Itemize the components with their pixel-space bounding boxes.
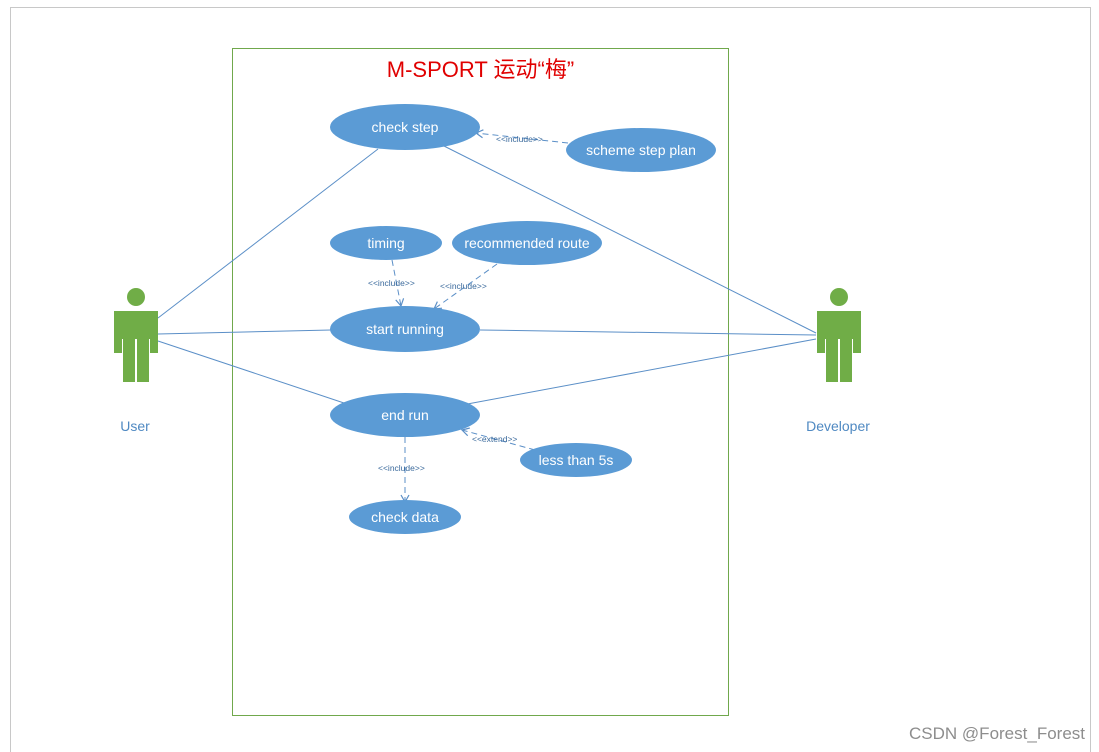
use-case-check-data[interactable]: check data [349,500,461,534]
use-case-label: timing [367,235,404,251]
assoc-user-start-running [157,329,332,335]
use-case-label: check step [372,119,439,135]
use-case-label: start running [366,321,444,337]
use-case-label: scheme step plan [586,142,696,158]
assoc-user-check-step [157,148,379,319]
assoc-developer-end-run [461,338,817,406]
user-actor-icon[interactable] [114,288,158,382]
use-case-less-than-5s[interactable]: less than 5s [520,443,632,477]
rel-label-include-route: <<include>> [440,281,487,291]
rel-label-include-check-data: <<include>> [378,463,425,473]
use-case-start-running[interactable]: start running [330,306,480,352]
use-case-recommended-route[interactable]: recommended route [452,221,602,265]
use-case-label: check data [371,509,439,525]
system-title: M-SPORT 运动“梅” [386,57,575,82]
use-case-label: recommended route [464,235,590,251]
canvas-frame [10,7,1091,752]
user-actor-label: User [120,418,150,434]
developer-actor-icon[interactable] [817,288,861,382]
use-case-check-step[interactable]: check step [330,104,480,150]
use-case-label: less than 5s [539,452,614,468]
rel-label-include-check-step: <<include>> [496,134,543,144]
assoc-developer-start-running [479,329,817,336]
use-case-timing[interactable]: timing [330,226,442,260]
developer-actor-label: Developer [806,418,870,434]
use-case-label: end run [381,407,428,423]
include-route-to-start-running [433,263,498,310]
watermark: CSDN @Forest_Forest [909,724,1085,743]
extend-less-than-5s-to-end-run [460,427,536,451]
rel-label-extend: <<extend>> [472,434,517,444]
use-case-end-run[interactable]: end run [330,393,480,437]
rel-label-include-timing: <<include>> [368,278,415,288]
use-case-scheme-step-plan[interactable]: scheme step plan [566,128,716,172]
include-timing-to-start-running [391,259,405,308]
system-boundary [232,48,729,716]
include-scheme-to-check-step [474,129,569,144]
assoc-developer-check-step [439,143,817,334]
assoc-user-end-run [157,340,351,406]
